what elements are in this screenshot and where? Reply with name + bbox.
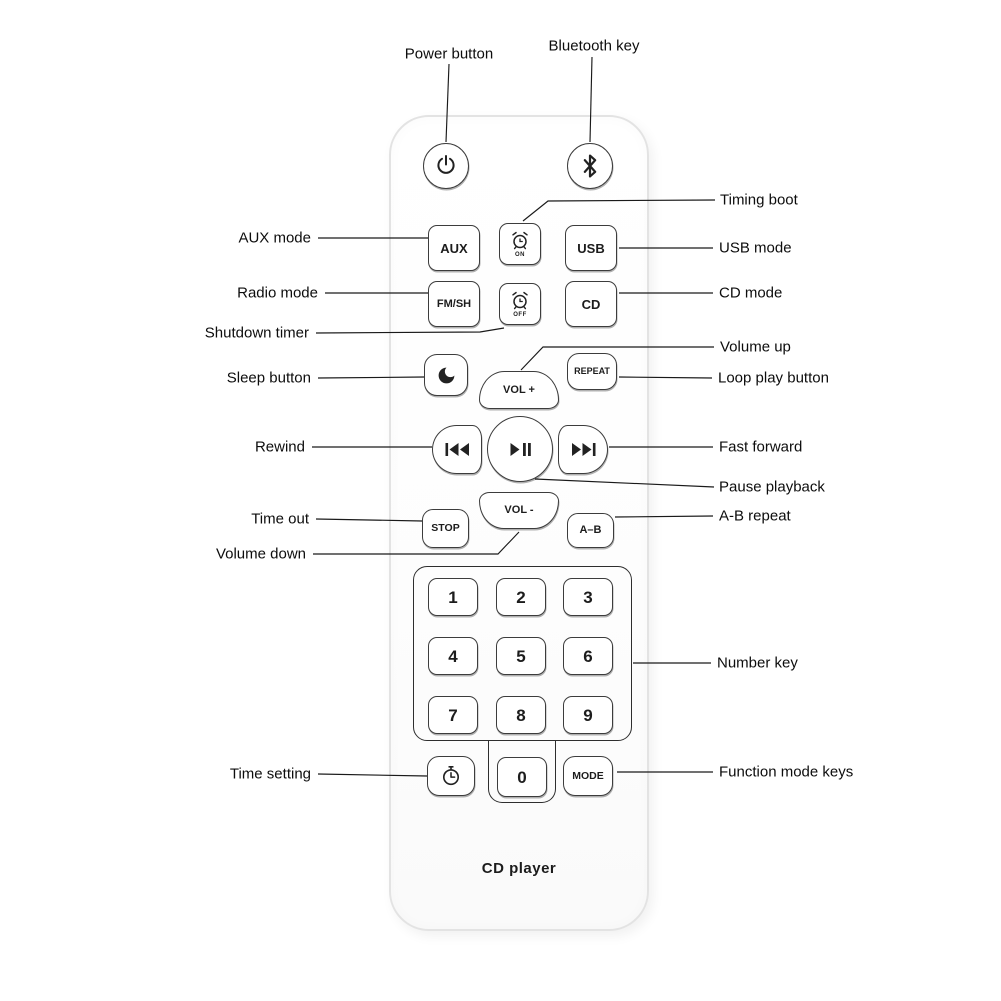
digit-4-button[interactable]: 4 [428, 637, 478, 675]
label-fast-forward: Fast forward [719, 438, 803, 456]
label-volume-down: Volume down [215, 545, 306, 563]
label-timing-boot: Timing boot [720, 191, 798, 209]
leader-time-setting [317, 773, 428, 777]
digit-3-button[interactable]: 3 [563, 578, 613, 616]
label-power-button: Power button [404, 45, 494, 63]
cd-button[interactable]: CD [565, 281, 617, 327]
alarm-clock-icon [509, 290, 531, 312]
label-function-mode-keys: Function mode keys [719, 763, 854, 781]
bluetooth-icon [580, 153, 600, 179]
time-setting-button[interactable] [427, 756, 475, 796]
moon-icon [436, 365, 457, 386]
bluetooth-button[interactable] [567, 143, 613, 189]
sleep-button[interactable] [424, 354, 468, 396]
digit-9-button[interactable]: 9 [563, 696, 613, 734]
next-track-icon [570, 441, 597, 458]
digit-0-button[interactable]: 0 [497, 757, 547, 797]
product-label: CD player [481, 860, 557, 877]
timer-on-label: ON [515, 252, 525, 258]
stop-button[interactable]: STOP [422, 509, 469, 548]
digit-2-button[interactable]: 2 [496, 578, 546, 616]
label-shutdown-timer: Shutdown timer [204, 324, 309, 342]
digit-7-button[interactable]: 7 [428, 696, 478, 734]
leader-timing-boot [522, 199, 716, 222]
alarm-clock-icon [509, 230, 531, 252]
digit-1-button[interactable]: 1 [428, 578, 478, 616]
timer-on-button[interactable]: ON [499, 223, 541, 265]
label-aux-mode: AUX mode [238, 229, 311, 247]
previous-track-icon [444, 441, 471, 458]
power-icon [434, 154, 458, 178]
label-sleep-button: Sleep button [226, 369, 311, 387]
label-rewind: Rewind [254, 438, 305, 456]
volume-up-button[interactable]: VOL + [479, 371, 559, 409]
play-pause-icon [507, 441, 533, 458]
leader-volume-up [520, 346, 714, 371]
leader-shutdown-timer [315, 327, 505, 334]
aux-button[interactable]: AUX [428, 225, 480, 271]
leader-sleep [317, 376, 425, 379]
label-pause-playback: Pause playback [719, 478, 825, 496]
timer-off-button[interactable]: OFF [499, 283, 541, 325]
clock-icon [439, 764, 463, 788]
ab-repeat-button[interactable]: A–B [567, 513, 614, 548]
volume-down-button[interactable]: VOL - [479, 492, 559, 529]
leader-pause-playback [534, 478, 715, 488]
usb-button[interactable]: USB [565, 225, 617, 271]
label-time-out: Time out [251, 510, 309, 528]
label-loop-play-button: Loop play button [718, 369, 829, 387]
label-bluetooth-key: Bluetooth key [548, 37, 640, 55]
leader-volume-down [313, 531, 520, 555]
digit-5-button[interactable]: 5 [496, 637, 546, 675]
leader-power [445, 63, 450, 143]
repeat-button[interactable]: REPEAT [567, 353, 617, 390]
mode-button[interactable]: MODE [563, 756, 613, 796]
label-cd-mode: CD mode [719, 284, 783, 302]
label-usb-mode: USB mode [719, 239, 792, 257]
digit-6-button[interactable]: 6 [563, 637, 613, 675]
digit-8-button[interactable]: 8 [496, 696, 546, 734]
zero-key-outline [488, 741, 556, 803]
label-volume-up: Volume up [720, 338, 791, 356]
timer-off-label: OFF [513, 312, 527, 318]
play-pause-button[interactable] [487, 416, 553, 482]
fm-button[interactable]: FM/SH [428, 281, 480, 327]
leader-time-out [315, 518, 423, 522]
label-number-key: Number key [717, 654, 798, 672]
leader-ab-repeat [614, 515, 714, 518]
label-ab-repeat: A-B repeat [719, 507, 791, 525]
leader-loop-play [618, 376, 713, 379]
power-button[interactable] [423, 143, 469, 189]
number-pad-outline [413, 566, 632, 741]
leader-bluetooth [589, 56, 593, 143]
rewind-button[interactable] [432, 425, 482, 474]
label-radio-mode: Radio mode [237, 284, 318, 302]
fast-forward-button[interactable] [558, 425, 608, 474]
label-time-setting: Time setting [229, 765, 311, 783]
